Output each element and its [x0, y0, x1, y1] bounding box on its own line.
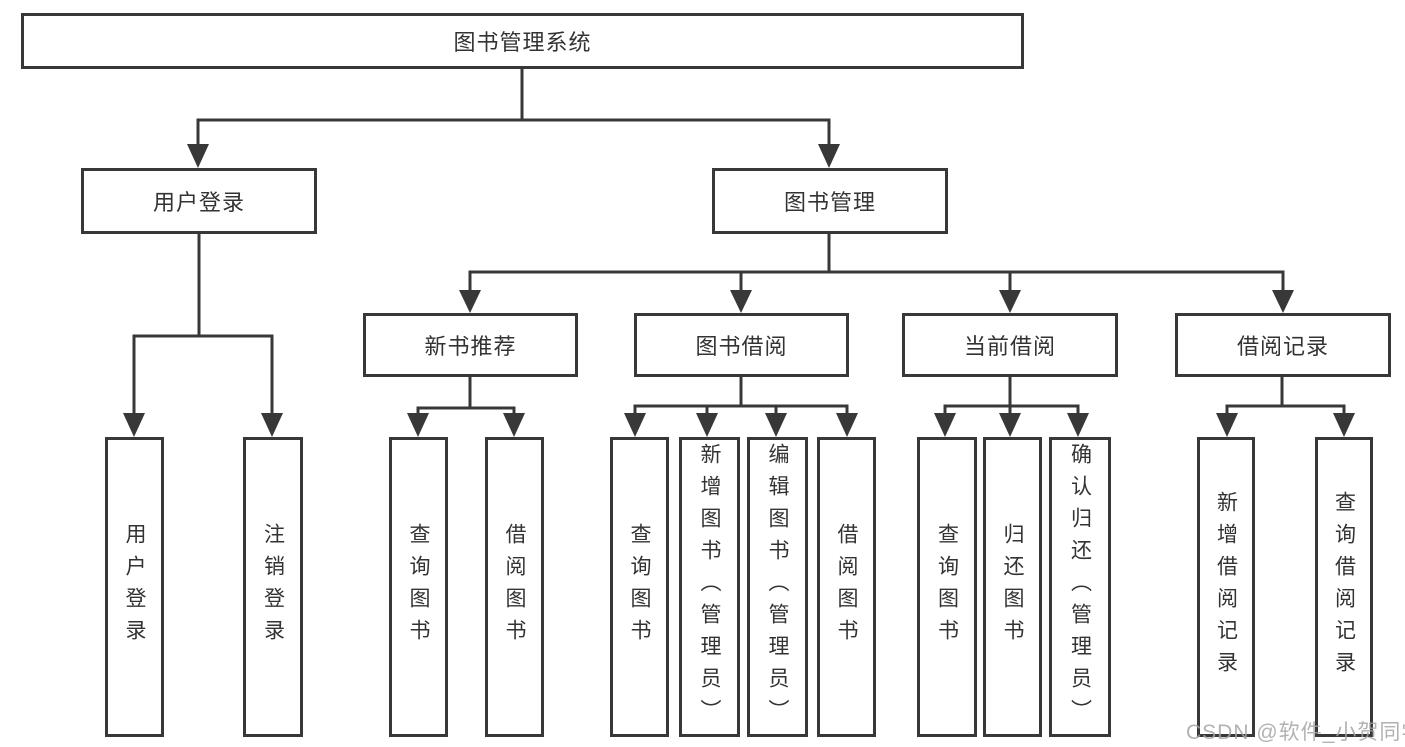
- leaf-borrow-books-recommend: 借阅图书: [485, 437, 544, 737]
- node-book-borrow: 图书借阅: [634, 313, 849, 377]
- leaf-logout-label: 注销登录: [261, 523, 285, 651]
- leaf-query-books-current: 查询图书: [917, 437, 977, 737]
- leaf-add-book-admin: 新增图书（管理员）: [679, 437, 740, 737]
- leaf-query-borrow-record-label: 查询借阅记录: [1332, 491, 1356, 683]
- node-current-borrow: 当前借阅: [902, 313, 1118, 377]
- leaf-borrow-books: 借阅图书: [817, 437, 876, 737]
- node-new-book-recommend: 新书推荐: [363, 313, 578, 377]
- leaf-return-book-label: 归还图书: [1001, 523, 1024, 651]
- node-root-system: 图书管理系统: [21, 13, 1024, 69]
- node-borrow-records-label: 借阅记录: [1236, 334, 1329, 359]
- leaf-add-borrow-record: 新增借阅记录: [1197, 437, 1255, 737]
- node-user-login: 用户登录: [81, 168, 317, 234]
- leaf-user-login: 用户登录: [105, 437, 164, 737]
- node-borrow-records: 借阅记录: [1175, 313, 1391, 377]
- leaf-add-book-admin-label: 新增图书（管理员）: [698, 443, 721, 731]
- leaf-user-login-label: 用户登录: [123, 523, 146, 651]
- node-book-management-label: 图书管理: [783, 190, 876, 215]
- node-book-borrow-label: 图书借阅: [695, 334, 788, 359]
- node-new-book-recommend-label: 新书推荐: [424, 334, 517, 359]
- node-root-label: 图书管理系统: [453, 30, 592, 55]
- leaf-query-books-borrow: 查询图书: [610, 437, 669, 737]
- leaf-query-books-recommend: 查询图书: [389, 437, 448, 737]
- leaf-confirm-return-admin-label: 确认归还（管理员）: [1068, 443, 1092, 731]
- leaf-borrow-books-recommend-label: 借阅图书: [503, 523, 526, 651]
- leaf-add-borrow-record-label: 新增借阅记录: [1214, 491, 1238, 683]
- leaf-confirm-return-admin: 确认归还（管理员）: [1049, 437, 1111, 737]
- arrowheads: [123, 144, 1355, 437]
- leaf-edit-book-admin: 编辑图书（管理员）: [747, 437, 808, 737]
- node-book-management: 图书管理: [712, 168, 948, 234]
- leaf-query-books-current-label: 查询图书: [935, 523, 959, 651]
- leaf-return-book: 归还图书: [983, 437, 1042, 737]
- leaf-query-borrow-record: 查询借阅记录: [1315, 437, 1373, 737]
- leaf-query-books-borrow-label: 查询图书: [628, 523, 651, 651]
- watermark: CSDN @软件_小贺同学: [1186, 721, 1405, 744]
- leaf-edit-book-admin-label: 编辑图书（管理员）: [766, 443, 789, 731]
- leaf-query-books-recommend-label: 查询图书: [407, 523, 430, 651]
- node-user-login-label: 用户登录: [152, 190, 245, 215]
- leaf-borrow-books-label: 借阅图书: [835, 523, 858, 651]
- node-current-borrow-label: 当前借阅: [963, 334, 1056, 359]
- leaf-logout: 注销登录: [243, 437, 303, 737]
